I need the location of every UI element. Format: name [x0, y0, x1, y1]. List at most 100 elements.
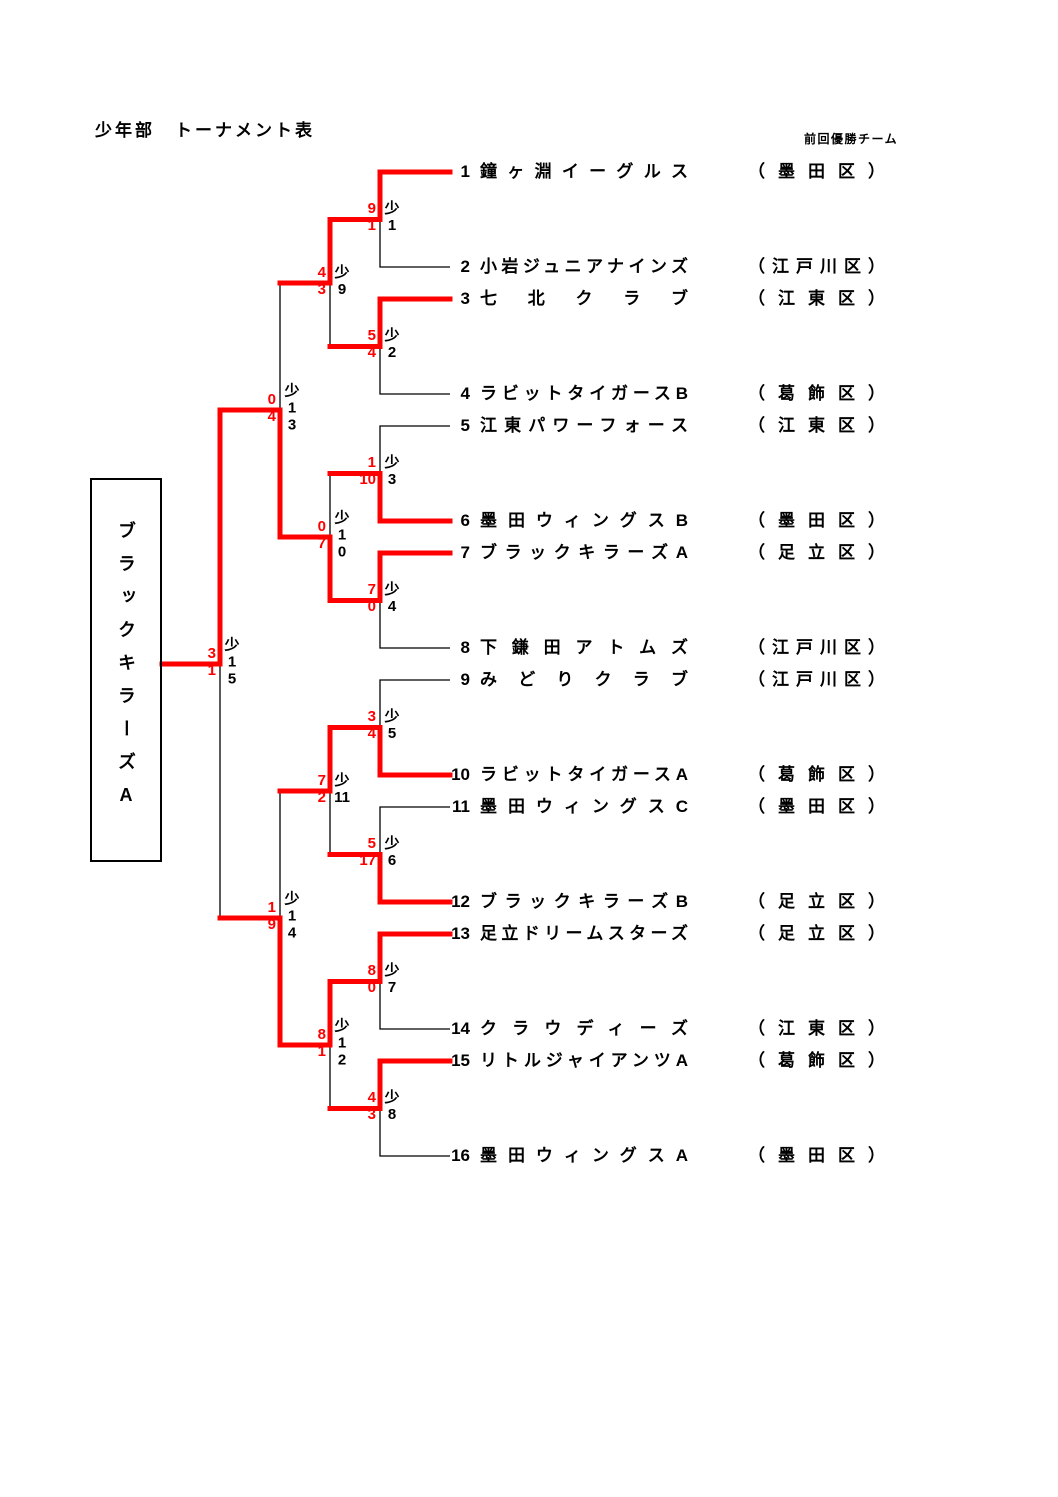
team-number: 16: [451, 1146, 470, 1165]
match-score-bottom: 0: [367, 598, 376, 615]
team-number: 13: [451, 924, 470, 943]
loser-lines: [219, 219, 450, 1157]
team-name: 鐘ヶ淵イーグルス: [480, 162, 688, 181]
team-district: （葛飾区）: [748, 384, 885, 403]
team-number: 10: [451, 765, 470, 784]
team-number: 5: [460, 416, 470, 435]
match-score: 4 3: [338, 1089, 376, 1123]
match-score: 0 4: [238, 391, 276, 425]
match-label: 少6: [384, 835, 400, 869]
team-name: 墨田ウィングスA: [480, 1146, 688, 1165]
match-label: 少1: [384, 200, 400, 234]
team-district: （江東区）: [748, 1019, 885, 1038]
team-district: （江戸川区）: [748, 257, 885, 276]
match-score: 5 4: [338, 327, 376, 361]
team-number: 11: [452, 797, 470, 816]
team-district: （墨田区）: [748, 1146, 885, 1165]
match-score-top: 1: [267, 899, 276, 916]
team-number: 8: [460, 638, 470, 657]
match-label: 少7: [384, 962, 400, 996]
team-name: 足立ドリームスターズ: [480, 924, 688, 943]
match-score: 4 3: [288, 264, 326, 298]
match-label: 少12: [334, 1017, 350, 1069]
match-score-top: 8: [317, 1026, 326, 1043]
winner-path-lines: [159, 169, 453, 1111]
match-label: 少13: [284, 382, 300, 434]
team-name: みどりクラブ: [480, 670, 688, 689]
team-name: ブラックキラーズB: [480, 892, 688, 911]
team-number: 14: [451, 1019, 470, 1038]
match-score: 3 1: [178, 645, 216, 679]
team-name: 江東パワーフォース: [480, 416, 688, 435]
team-district: （江東区）: [748, 416, 885, 435]
match-score-top: 1: [367, 454, 376, 471]
match-score-top: 0: [267, 391, 276, 408]
match-label: 少15: [224, 636, 240, 688]
team-number: 12: [451, 892, 470, 911]
match-score-top: 5: [367, 327, 376, 344]
match-score: 1 9: [238, 899, 276, 933]
team-number: 4: [460, 384, 470, 403]
match-score-top: 7: [367, 581, 376, 598]
match-label: 少2: [384, 327, 400, 361]
team-district: （江戸川区）: [748, 638, 885, 657]
match-score-top: 0: [317, 518, 326, 535]
match-score-bottom: 10: [359, 471, 376, 488]
team-name: 七北クラブ: [480, 289, 688, 308]
match-score-bottom: 1: [317, 1043, 326, 1060]
match-score: 1 10: [338, 454, 376, 488]
champion-name: ブラックキラーズA: [116, 520, 136, 820]
team-name: クラウディーズ: [480, 1019, 688, 1038]
match-score-top: 8: [367, 962, 376, 979]
team-district: （墨田区）: [748, 511, 885, 530]
team-name: 小岩ジュニアナインズ: [480, 257, 688, 276]
match-score-top: 3: [367, 708, 376, 725]
team-district: （足立区）: [748, 892, 885, 911]
match-label: 少11: [334, 772, 350, 806]
previous-champion-note: 前回優勝チーム: [804, 132, 899, 146]
team-district: （墨田区）: [748, 797, 885, 816]
team-number: 6: [460, 511, 470, 530]
team-name: 墨田ウィングスB: [480, 511, 688, 530]
team-name: ブラックキラーズA: [480, 543, 688, 562]
team-number: 3: [460, 289, 470, 308]
match-label: 少8: [384, 1089, 400, 1123]
team-name: ラビットタイガースB: [480, 384, 688, 403]
match-score-bottom: 4: [267, 408, 276, 425]
match-score: 7 2: [288, 772, 326, 806]
match-score-top: 5: [367, 835, 376, 852]
match-score: 9 1: [338, 200, 376, 234]
team-district: （足立区）: [748, 543, 885, 562]
team-district: （江戸川区）: [748, 670, 885, 689]
match-score-bottom: 17: [359, 852, 376, 869]
team-district: （墨田区）: [748, 162, 885, 181]
team-number: 2: [460, 257, 470, 276]
match-label: 少14: [284, 890, 300, 942]
team-district: （葛飾区）: [748, 765, 885, 784]
match-score: 0 7: [288, 518, 326, 552]
team-name: 墨田ウィングスC: [480, 797, 688, 816]
match-score-bottom: 2: [317, 789, 326, 806]
match-score: 8 1: [288, 1026, 326, 1060]
match-score: 5 17: [338, 835, 376, 869]
team-name: ラビットタイガースA: [480, 765, 688, 784]
team-number: 15: [451, 1051, 470, 1070]
team-name: 下鎌田アトムズ: [480, 638, 688, 657]
match-score-top: 9: [367, 200, 376, 217]
match-score-bottom: 3: [317, 281, 326, 298]
match-score-top: 4: [367, 1089, 376, 1106]
match-score-bottom: 4: [367, 725, 376, 742]
team-district: （足立区）: [748, 924, 885, 943]
match-score-bottom: 9: [267, 916, 276, 933]
match-score-bottom: 4: [367, 344, 376, 361]
match-score-bottom: 1: [367, 217, 376, 234]
match-label: 少3: [384, 454, 400, 488]
match-score: 3 4: [338, 708, 376, 742]
team-number: 7: [460, 543, 470, 562]
team-district: （江東区）: [748, 289, 885, 308]
match-score: 8 0: [338, 962, 376, 996]
team-number: 9: [460, 670, 470, 689]
team-name: リトルジャイアンツA: [480, 1051, 688, 1070]
